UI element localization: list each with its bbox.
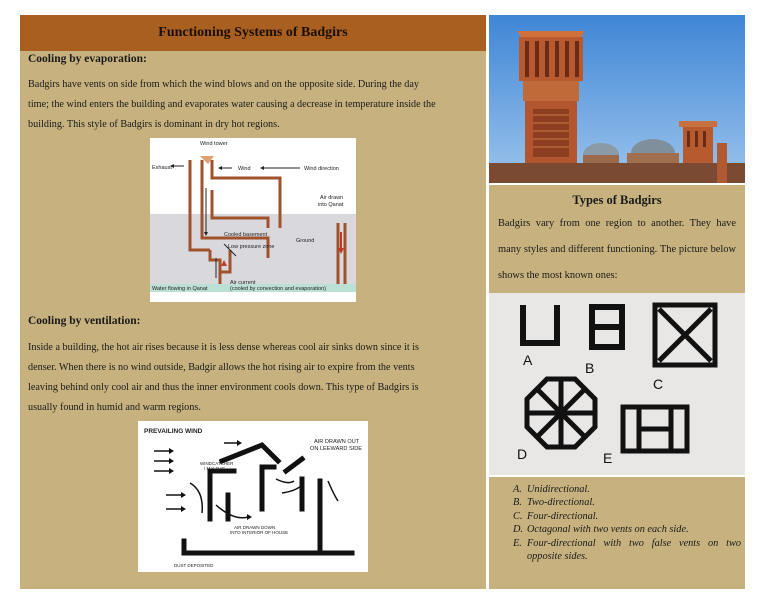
type-e-shape — [620, 404, 690, 454]
wind-arrows — [154, 442, 339, 519]
types-text: Badgirs vary from one region to another.… — [498, 218, 736, 281]
main-tower — [517, 31, 585, 183]
label-cooled-basement: Cooled basement — [224, 232, 268, 238]
list-letter: E. — [513, 537, 522, 549]
list-letter: A. — [513, 484, 522, 495]
type-b-shape — [589, 304, 625, 350]
letter-c: C — [653, 376, 663, 392]
label-wind-direction: Wind direction — [304, 166, 339, 172]
small-tower-2 — [717, 143, 727, 183]
badgir-types-diagram: A B C D E — [489, 293, 745, 475]
label-air-down-2: INTO INTERIOR OF HOUSE — [230, 530, 288, 535]
type-d-shape — [524, 376, 598, 450]
letter-d: D — [517, 446, 527, 462]
list-text: Unidirectional. — [527, 484, 590, 495]
label-air-drawn-1: Air drawn — [320, 195, 343, 201]
ground-area — [150, 214, 356, 292]
list-letter: B. — [513, 497, 522, 509]
title-bar: Functioning Systems of Badgirs — [20, 15, 486, 51]
badgir-types-svg: A B C D E — [517, 302, 718, 466]
evaporation-line-2: time; the wind enters the building and e… — [28, 99, 436, 110]
types-list: A. Unidirectional. B. Two-directional. C. F… — [513, 483, 741, 563]
page-title: Functioning Systems of Badgirs — [158, 25, 348, 40]
list-text: Octagonal with two vents on each side. — [527, 524, 689, 536]
label-air-out-1: AIR DRAWN OUT — [314, 439, 360, 445]
airflow-arrows — [172, 165, 300, 278]
arrowheads — [170, 164, 264, 236]
label-air-current-1: Air current — [230, 280, 256, 286]
evaporation-line-3: building. This style of Badgirs is domin… — [28, 119, 280, 130]
qanat-water — [150, 284, 356, 292]
wind-arrowheads — [169, 440, 252, 520]
label-wind-tower: Wind tower — [200, 141, 228, 147]
ventilation-diagram: PREVAILING WIND AIR DRAWN OUT ON LEEWARD… — [138, 421, 368, 572]
list-item: C. Four-directional. — [513, 510, 741, 523]
ventilation-line-1: Inside a building, the hot air rises bec… — [28, 342, 420, 353]
list-text: Two-directional. — [527, 497, 595, 509]
ventilation-line-2: denser. When there is no wind outside, B… — [28, 362, 415, 373]
evaporation-diagram: Wind tower Exhaust Wind Wind direction A… — [150, 138, 356, 302]
ventilation-diagram-svg: PREVAILING WIND AIR DRAWN OUT ON LEEWARD… — [144, 428, 362, 568]
label-windcatcher-2: / MALQAF — [204, 466, 225, 471]
types-list-panel: A. Unidirectional. B. Two-directional. C. F… — [489, 477, 745, 589]
letter-a: A — [523, 352, 533, 368]
label-wind: Wind — [238, 166, 251, 172]
type-c-shape — [652, 302, 718, 368]
label-windcatcher-1: WINDCATCHER — [200, 461, 234, 466]
label-air-down-1: AIR DRAWN DOWN — [234, 525, 275, 530]
label-ground: Ground — [296, 238, 314, 244]
left-panel: Functioning Systems of Badgirs Cooling b… — [20, 15, 486, 589]
list-item: B. Two-directional. — [513, 496, 741, 509]
list-letter: D. — [513, 524, 524, 536]
ventilation-line-4: usually found in humid and warm regions. — [28, 402, 201, 413]
building-base — [489, 163, 745, 183]
ventilation-text: Inside a building, the hot air rises bec… — [28, 338, 480, 418]
label-water: Water flowing in Qanat — [152, 286, 208, 292]
ventilation-line-3: leaving behind only cool air and thus th… — [28, 382, 419, 393]
types-panel: Types of Badgirs Badgirs vary from one r… — [489, 185, 745, 293]
tower-walls — [188, 160, 347, 284]
list-item: A. Unidirectional. — [513, 483, 741, 496]
evaporation-text: Badgirs have vents on side from which th… — [28, 75, 480, 135]
types-title: Types of Badgirs — [572, 193, 662, 207]
letter-b: B — [585, 360, 594, 376]
list-text: Four-directional with two false vents on… — [527, 537, 741, 563]
type-a-shape — [520, 305, 560, 346]
label-prevailing-wind: PREVAILING WIND — [144, 428, 203, 435]
red-arrows — [221, 232, 344, 266]
list-letter: C. — [513, 510, 523, 522]
badgir-photo — [489, 15, 745, 183]
label-low-pressure: Low pressure zone — [228, 244, 274, 250]
house-walls — [181, 442, 355, 556]
label-exhaust: Exhaust — [152, 165, 172, 171]
letter-e: E — [603, 450, 612, 466]
label-dust: DUST DEPOSITED — [174, 563, 214, 568]
label-air-drawn-2: into Qanat — [318, 202, 344, 208]
label-air-out-2: ON LEEWARD SIDE — [310, 446, 362, 452]
list-item: D.Octagonal with two vents on each side. — [513, 523, 741, 536]
tower-cap — [200, 156, 214, 164]
badgir-photo-svg — [489, 15, 745, 183]
evaporation-diagram-svg: Wind tower Exhaust Wind Wind direction A… — [150, 141, 356, 292]
list-text: Four-directional. — [527, 510, 599, 522]
ventilation-heading: Cooling by ventilation: — [28, 315, 141, 327]
evaporation-line-1: Badgirs have vents on side from which th… — [28, 79, 420, 90]
label-air-current-2: (cooled by convection and evaporation) — [230, 286, 326, 292]
evaporation-heading: Cooling by evaporation: — [28, 53, 147, 65]
list-item: E. Four-directional with two false vents … — [513, 537, 741, 564]
